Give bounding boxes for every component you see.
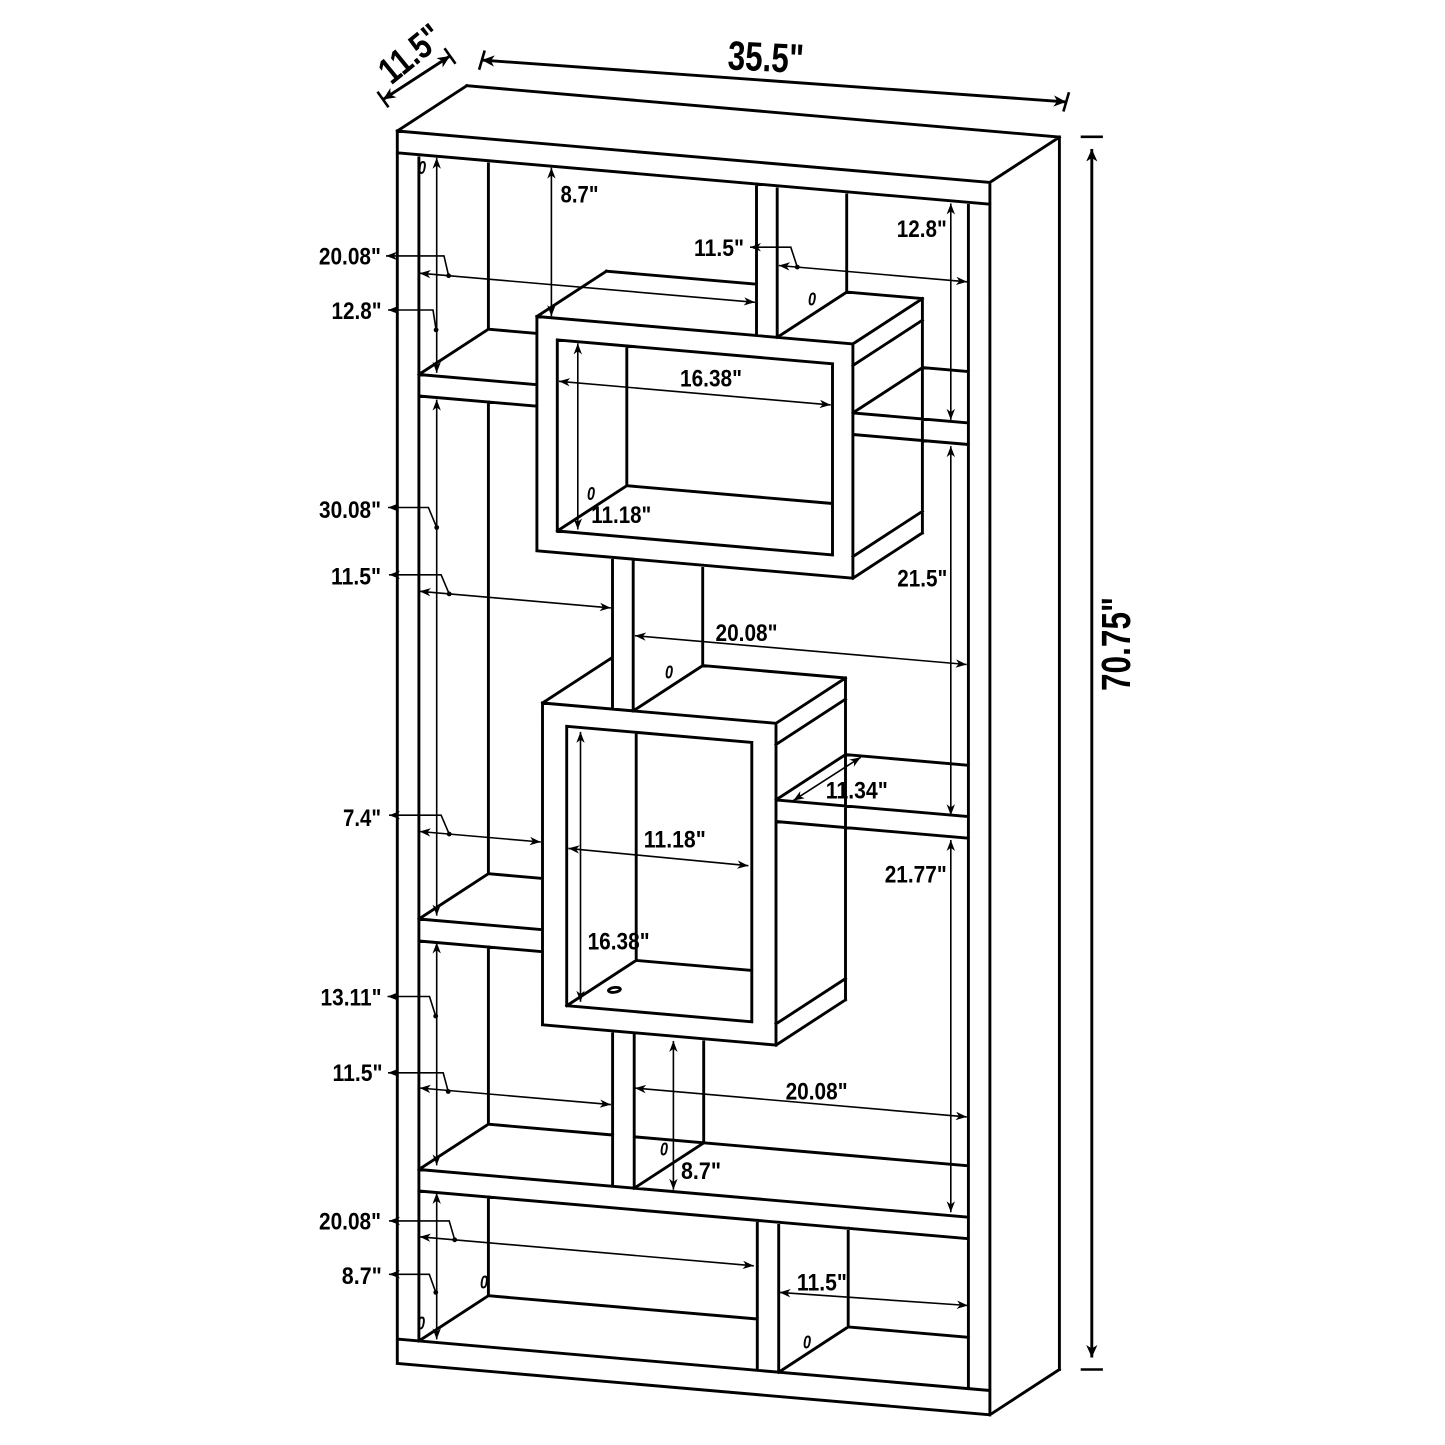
svg-text:20.08": 20.08" xyxy=(716,620,778,647)
svg-text:20.08": 20.08" xyxy=(786,1078,848,1105)
svg-text:20.08": 20.08" xyxy=(319,1209,381,1236)
svg-text:16.38": 16.38" xyxy=(588,929,650,956)
svg-text:16.38": 16.38" xyxy=(680,365,742,392)
svg-text:11.5": 11.5" xyxy=(797,1270,847,1297)
svg-text:0: 0 xyxy=(417,1314,425,1334)
svg-text:0: 0 xyxy=(418,158,426,178)
svg-text:70.75": 70.75" xyxy=(1093,597,1139,691)
svg-text:11.18": 11.18" xyxy=(591,502,651,529)
svg-text:8.7": 8.7" xyxy=(561,181,599,208)
svg-text:21.5": 21.5" xyxy=(897,566,947,593)
svg-text:11.5": 11.5" xyxy=(333,1060,383,1087)
svg-text:12.8": 12.8" xyxy=(897,216,947,243)
svg-text:20.08": 20.08" xyxy=(319,244,381,271)
svg-text:0: 0 xyxy=(660,1139,668,1159)
svg-text:8.7": 8.7" xyxy=(681,1158,721,1185)
svg-text:21.77": 21.77" xyxy=(885,862,947,889)
svg-text:11.18": 11.18" xyxy=(644,827,706,854)
svg-text:7.4": 7.4" xyxy=(343,805,381,832)
svg-text:30.08": 30.08" xyxy=(319,497,381,524)
svg-text:0: 0 xyxy=(803,1333,811,1353)
svg-text:35.5": 35.5" xyxy=(727,32,805,82)
svg-text:0: 0 xyxy=(587,484,595,504)
svg-text:13.11": 13.11" xyxy=(321,984,382,1011)
svg-text:0: 0 xyxy=(808,290,816,310)
svg-text:11.5": 11.5" xyxy=(694,235,744,262)
svg-text:0: 0 xyxy=(665,663,673,683)
svg-text:12.8": 12.8" xyxy=(332,298,382,325)
svg-text:11.34": 11.34" xyxy=(826,778,888,805)
svg-text:8.7": 8.7" xyxy=(342,1263,382,1290)
svg-text:0: 0 xyxy=(480,1273,488,1293)
svg-text:11.5": 11.5" xyxy=(331,563,381,590)
